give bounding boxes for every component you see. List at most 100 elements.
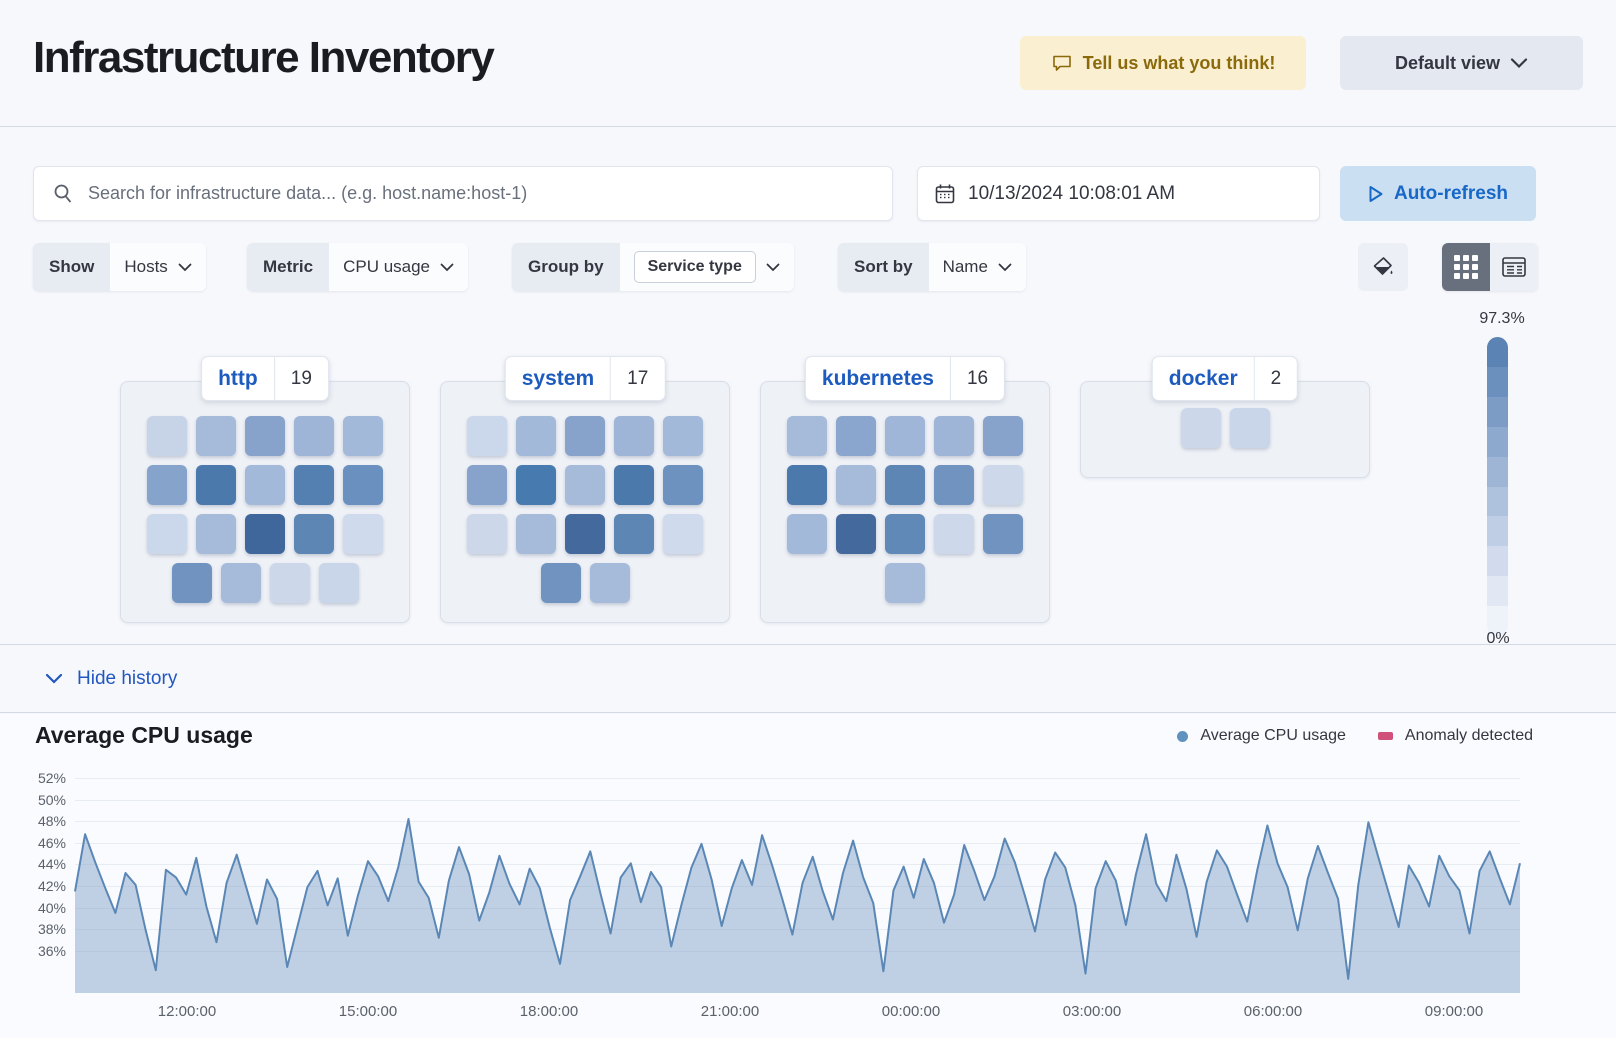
host-node[interactable]	[196, 514, 236, 554]
group-name[interactable]: system	[521, 366, 595, 390]
host-node[interactable]	[516, 514, 556, 554]
hide-history-label: Hide history	[77, 667, 178, 689]
host-node[interactable]	[516, 416, 556, 456]
group-badge-system[interactable]: system 17	[504, 356, 666, 401]
x-axis-tick: 15:00:00	[338, 1003, 398, 1020]
history-bar: Hide history	[0, 644, 1616, 713]
table-view-button[interactable]	[1490, 243, 1538, 291]
host-node[interactable]	[1180, 408, 1221, 448]
host-node[interactable]	[983, 514, 1023, 554]
metric-select[interactable]: CPU usage	[329, 243, 469, 291]
group-by-value-badge[interactable]: Service type	[633, 251, 756, 283]
search-input[interactable]	[88, 183, 874, 204]
host-node[interactable]	[343, 416, 383, 456]
host-node[interactable]	[196, 465, 236, 505]
host-node[interactable]	[836, 465, 876, 505]
host-node[interactable]	[787, 465, 827, 505]
group-name[interactable]: http	[218, 366, 258, 390]
host-node[interactable]	[589, 563, 630, 603]
gridline	[75, 950, 1520, 952]
host-node[interactable]	[245, 465, 285, 505]
host-node[interactable]	[1229, 408, 1270, 448]
legend-step	[1487, 576, 1508, 607]
host-node[interactable]	[614, 514, 654, 554]
legend-item-average-cpu[interactable]: Average CPU usage	[1177, 727, 1346, 745]
host-node[interactable]	[343, 465, 383, 505]
host-node[interactable]	[467, 514, 507, 554]
host-node[interactable]	[245, 514, 285, 554]
host-node[interactable]	[196, 416, 236, 456]
legend-step	[1487, 486, 1508, 517]
host-node[interactable]	[885, 514, 925, 554]
host-node[interactable]	[220, 563, 261, 603]
legend-step	[1487, 456, 1508, 487]
feedback-button[interactable]: Tell us what you think!	[1020, 36, 1306, 90]
show-label: Show	[33, 243, 111, 291]
host-node[interactable]	[983, 416, 1023, 456]
host-node[interactable]	[836, 514, 876, 554]
host-node[interactable]	[147, 465, 187, 505]
color-palette-button[interactable]	[1358, 243, 1408, 291]
host-node[interactable]	[787, 514, 827, 554]
anomaly-swatch-icon	[1377, 732, 1393, 740]
show-select[interactable]: Hosts	[110, 243, 206, 291]
group-by-select[interactable]: Service type	[619, 243, 794, 291]
host-node[interactable]	[343, 514, 383, 554]
host-node[interactable]	[147, 416, 187, 456]
y-axis-tick: 44%	[37, 856, 66, 873]
datetime-value: 10/13/2024 10:08:01 AM	[968, 182, 1176, 204]
group-badge-kubernetes[interactable]: kubernetes 16	[804, 356, 1006, 401]
sort-by-label: Sort by	[838, 243, 929, 291]
legend-max-value: 97.3%	[1479, 310, 1525, 327]
grid-view-button[interactable]	[1442, 243, 1490, 291]
legend-step	[1487, 606, 1508, 636]
group-name[interactable]: kubernetes	[821, 366, 934, 390]
host-node[interactable]	[663, 465, 703, 505]
sort-by-select[interactable]: Name	[928, 243, 1026, 291]
host-node[interactable]	[934, 416, 974, 456]
host-node[interactable]	[983, 465, 1023, 505]
group-count: 16	[966, 367, 989, 389]
host-node[interactable]	[294, 465, 334, 505]
host-node[interactable]	[565, 465, 605, 505]
host-node[interactable]	[565, 416, 605, 456]
group-count: 17	[627, 367, 649, 389]
chevron-down-icon	[998, 263, 1012, 271]
host-node[interactable]	[663, 514, 703, 554]
hide-history-link[interactable]: Hide history	[45, 668, 177, 690]
date-picker[interactable]: 10/13/2024 10:08:01 AM	[917, 166, 1320, 221]
host-node[interactable]	[934, 514, 974, 554]
default-view-button[interactable]: Default view	[1340, 36, 1583, 90]
host-node[interactable]	[663, 416, 703, 456]
host-node[interactable]	[614, 465, 654, 505]
host-node[interactable]	[540, 563, 581, 603]
auto-refresh-button[interactable]: Auto-refresh	[1340, 166, 1536, 221]
host-node[interactable]	[294, 514, 334, 554]
host-node[interactable]	[614, 416, 654, 456]
host-node[interactable]	[885, 465, 925, 505]
host-node[interactable]	[245, 416, 285, 456]
legend-step	[1487, 546, 1508, 577]
host-node[interactable]	[836, 416, 876, 456]
host-node[interactable]	[318, 563, 359, 603]
host-node[interactable]	[885, 563, 925, 603]
host-node[interactable]	[147, 514, 187, 554]
host-node[interactable]	[934, 465, 974, 505]
host-node[interactable]	[565, 514, 605, 554]
cpu-usage-area-series	[74, 818, 1521, 993]
page-title: Infrastructure Inventory	[33, 33, 495, 82]
host-node[interactable]	[885, 416, 925, 456]
host-node[interactable]	[787, 416, 827, 456]
host-node[interactable]	[516, 465, 556, 505]
host-node[interactable]	[294, 416, 334, 456]
y-axis-tick: 38%	[37, 921, 66, 938]
group-name[interactable]: docker	[1168, 366, 1238, 390]
host-node[interactable]	[467, 465, 507, 505]
host-node[interactable]	[171, 563, 212, 603]
legend-item-anomaly[interactable]: Anomaly detected	[1377, 727, 1533, 745]
host-node[interactable]	[269, 563, 310, 603]
host-node[interactable]	[467, 416, 507, 456]
